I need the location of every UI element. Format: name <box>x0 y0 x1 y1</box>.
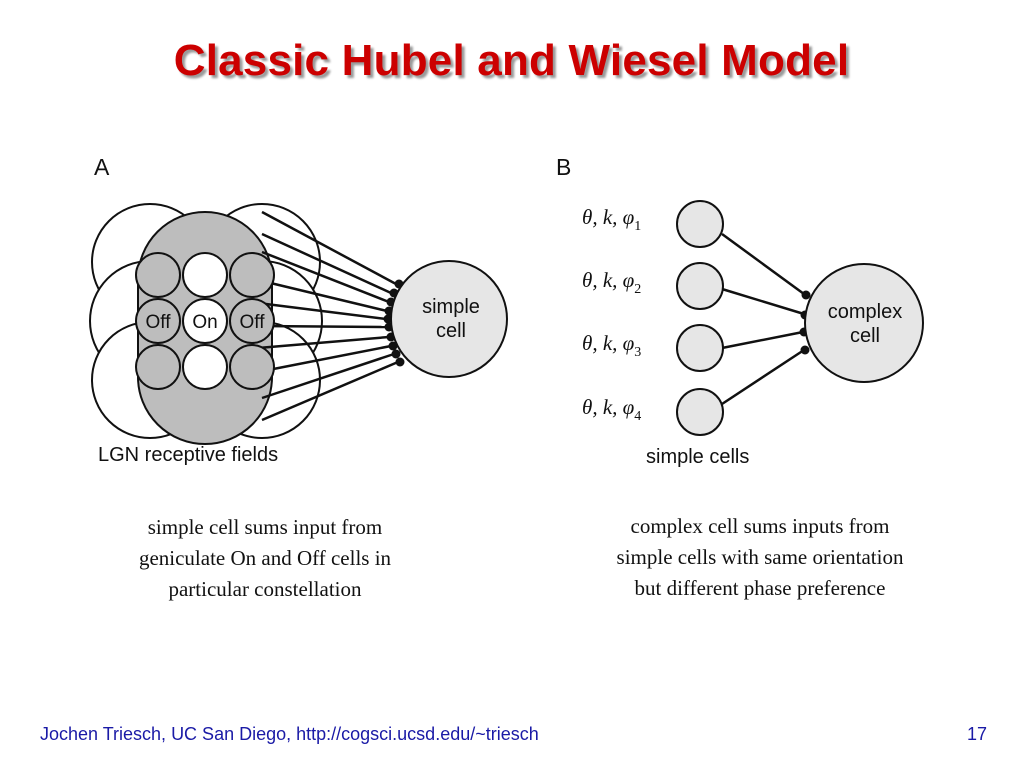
off-label-left: Off <box>146 312 172 333</box>
lgn-connection-lines <box>257 210 399 422</box>
on-cell <box>182 344 228 390</box>
simple-cell-node-3 <box>676 324 724 372</box>
on-cell <box>182 252 228 298</box>
simple-cell-node-2 <box>676 262 724 310</box>
simple-cell-nodes <box>676 200 724 436</box>
footer-author: Jochen Triesch, UC San Diego, http://cog… <box>40 724 539 744</box>
caption-b-line-1: complex cell sums inputs from <box>630 514 890 538</box>
simple-cell-node-4 <box>676 388 724 436</box>
caption-panel-a: simple cell sums input from geniculate O… <box>90 512 440 605</box>
slide-title: Classic Hubel and Wiesel Model <box>173 36 850 85</box>
off-cell <box>135 344 181 390</box>
off-label-right: Off <box>240 312 266 333</box>
input-label-2: θ, k, φ2 <box>582 268 641 297</box>
simple-cell-label-line2: cell <box>436 320 466 342</box>
panel-a-letter: A <box>94 154 110 180</box>
panel-b-letter: B <box>556 154 571 180</box>
on-cell <box>182 298 228 344</box>
off-cell <box>135 252 181 298</box>
simple-cell-node <box>390 260 508 378</box>
off-cell <box>229 298 275 344</box>
caption-b-line-3: but different phase preference <box>634 576 886 600</box>
simple-cell-label-line1: simple <box>422 296 480 318</box>
caption-a-line-2: geniculate On and Off cells in <box>138 546 392 570</box>
complex-cell-node <box>804 263 924 383</box>
lgn-receptive-fields-label: LGN receptive fields <box>98 444 278 466</box>
off-cell <box>135 298 181 344</box>
input-label-4: θ, k, φ4 <box>582 395 641 424</box>
simple-cell-node-1 <box>676 200 724 248</box>
lgn-cell-grid <box>135 252 275 390</box>
off-cell <box>229 344 275 390</box>
slide-number: 17 <box>966 724 987 744</box>
off-cell <box>229 252 275 298</box>
input-parameter-labels: θ, k, φ1 θ, k, φ2 θ, k, φ3 θ, k, φ4 <box>582 205 641 424</box>
on-label-center: On <box>192 312 217 333</box>
input-label-3: θ, k, φ3 <box>582 331 641 360</box>
complex-cell-label-line1: complex <box>828 301 902 323</box>
simple-to-complex-lines <box>721 232 805 406</box>
complex-cell-label-line2: cell <box>850 325 880 347</box>
caption-a-line-1: simple cell sums input from <box>147 515 383 539</box>
input-label-1: θ, k, φ1 <box>582 205 641 234</box>
caption-panel-b: complex cell sums inputs from simple cel… <box>560 511 960 604</box>
caption-b-line-2: simple cells with same orientation <box>616 545 904 569</box>
simple-cells-label: simple cells <box>646 446 749 468</box>
caption-a-line-3: particular constellation <box>168 577 362 601</box>
